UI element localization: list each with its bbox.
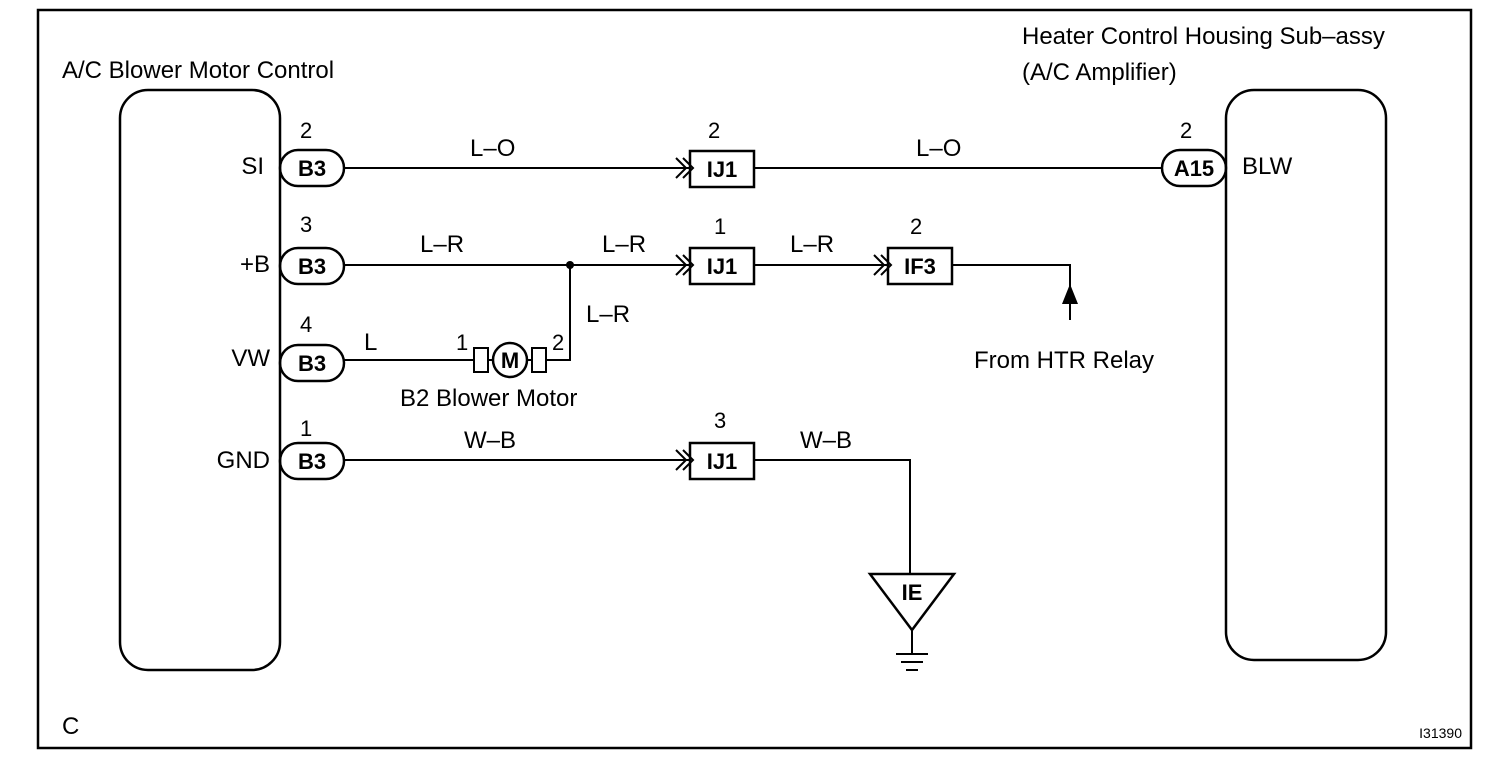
wire-gnd-left-label: W–B <box>464 427 516 454</box>
junction-ij1-gnd: IJ1 <box>688 441 756 481</box>
wire-gnd-right <box>754 459 911 574</box>
junction-ij1-gnd-pin: 3 <box>714 408 726 433</box>
svg-text:IJ1: IJ1 <box>707 449 738 474</box>
wire-si-right-label: L–O <box>916 135 961 162</box>
wire-gnd-right-label: W–B <box>800 427 852 454</box>
wire-plus-b-mid-label: L–R <box>602 231 646 258</box>
left-component-box <box>118 88 282 672</box>
pin-gnd: 1 <box>300 416 312 441</box>
junction-if3: IF3 <box>886 246 954 286</box>
junction-arrow-gnd <box>675 449 695 471</box>
wire-plus-b-left-label: L–R <box>420 231 464 258</box>
wire-plus-b-right-label: L–R <box>790 231 834 258</box>
svg-text:IE: IE <box>902 580 923 605</box>
htr-relay-arrow-icon <box>1062 284 1078 304</box>
motor-pin-right: 2 <box>552 330 564 355</box>
wire-to-htr-relay <box>952 264 1071 320</box>
wire-plus-b-down-label: L–R <box>586 301 630 328</box>
wire-si-left-label: L–O <box>470 135 515 162</box>
pin-vw: 4 <box>300 312 312 337</box>
junction-ij1-plus-b-pin: 1 <box>714 214 726 239</box>
junction-ij1-si: IJ1 <box>688 149 756 189</box>
pin-si: 2 <box>300 118 312 143</box>
svg-text:B3: B3 <box>298 156 326 181</box>
svg-text:A15: A15 <box>1174 156 1214 181</box>
blower-motor-label: B2 Blower Motor <box>400 385 577 412</box>
junction-arrow-if3 <box>873 254 893 276</box>
wire-splice-to-motor <box>546 265 571 361</box>
ground-ie: IE <box>867 572 957 633</box>
terminal-plus-b: +B <box>240 251 270 278</box>
connector-b3-vw: B3 <box>278 343 346 383</box>
motor-pin-left: 1 <box>456 330 468 355</box>
junction-ij1-si-pin: 2 <box>708 118 720 143</box>
svg-text:B3: B3 <box>298 254 326 279</box>
junction-arrow-si <box>675 157 695 179</box>
terminal-si: SI <box>241 153 264 180</box>
right-component-title-line1: Heater Control Housing Sub–assy <box>1022 23 1385 50</box>
right-component-title-line2: (A/C Amplifier) <box>1022 59 1177 86</box>
svg-text:M: M <box>501 348 519 373</box>
connector-b3-si: B3 <box>278 148 346 188</box>
junction-arrow-plus-b <box>675 254 695 276</box>
junction-if3-pin: 2 <box>910 214 922 239</box>
connector-b3-gnd: B3 <box>278 441 346 481</box>
right-terminal-blw: BLW <box>1242 153 1293 180</box>
connector-a15: A15 <box>1160 148 1228 188</box>
connector-b3-plus-b: B3 <box>278 246 346 286</box>
svg-text:IJ1: IJ1 <box>707 157 738 182</box>
diagram-frame <box>36 8 1473 750</box>
corner-letter: C <box>62 713 79 740</box>
svg-text:IF3: IF3 <box>904 254 936 279</box>
svg-text:B3: B3 <box>298 351 326 376</box>
ground-icon <box>896 630 928 671</box>
svg-text:B3: B3 <box>298 449 326 474</box>
right-component-box <box>1224 88 1388 662</box>
junction-ij1-plus-b: IJ1 <box>688 246 756 286</box>
left-component-title: A/C Blower Motor Control <box>62 57 334 84</box>
wire-vw-label: L <box>364 329 377 356</box>
pin-plus-b: 3 <box>300 212 312 237</box>
terminal-vw: VW <box>231 345 270 372</box>
figure-code: I31390 <box>1419 725 1462 741</box>
svg-text:IJ1: IJ1 <box>707 254 738 279</box>
htr-relay-label: From HTR Relay <box>974 347 1154 374</box>
blower-motor-icon: M <box>473 341 547 379</box>
terminal-gnd: GND <box>217 447 270 474</box>
connector-a15-pin: 2 <box>1180 118 1192 143</box>
